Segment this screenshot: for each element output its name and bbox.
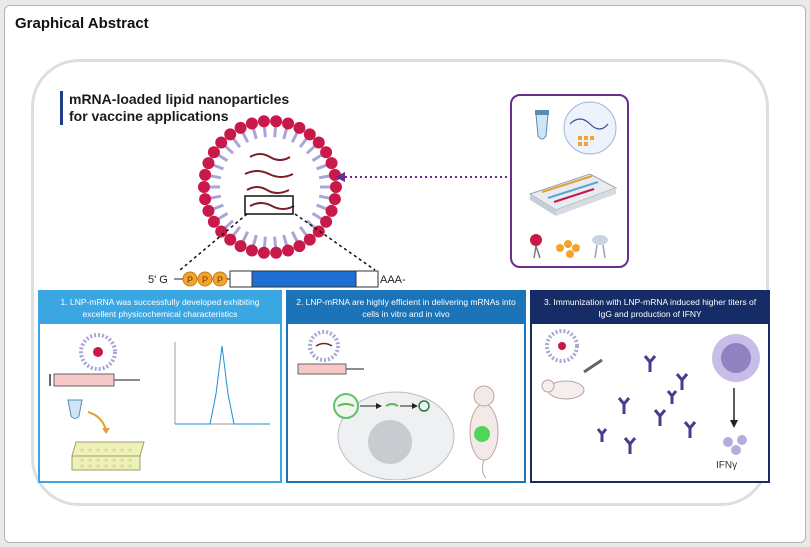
- lipid-head: [325, 157, 338, 170]
- panel-1-header: 1. LNP-mRNA was successfully developed e…: [40, 292, 280, 324]
- lipid-head: [215, 225, 228, 238]
- lipid-head: [199, 193, 212, 206]
- lipid-head: [257, 246, 270, 259]
- lipid-head: [282, 244, 295, 257]
- lipid-head: [320, 215, 333, 228]
- coding-region: [251, 270, 357, 288]
- panel-2-illustration: [297, 330, 499, 481]
- panel-1-illustration: [49, 333, 270, 471]
- lipid-head: [234, 121, 247, 134]
- lipid-head: [293, 240, 306, 253]
- antibodies: [596, 355, 697, 454]
- panel-3-illustration: [541, 329, 760, 455]
- five-prime-label: 5' G: [148, 274, 168, 286]
- zoom-box: [244, 195, 294, 215]
- lipid-head: [198, 181, 210, 193]
- ifn-gamma-label: IFNγ: [716, 460, 738, 471]
- cap-phosphate-label: P: [217, 275, 223, 285]
- formulation-box: [510, 94, 629, 268]
- mrna-strands: [244, 153, 295, 210]
- lipid-head: [303, 128, 316, 141]
- lipid-bilayer: [198, 115, 342, 259]
- mrna-strand: [244, 170, 294, 178]
- mrna-construct-diagram: 5' G P P P AAA- 3': [148, 270, 408, 288]
- lipid-head: [245, 244, 258, 257]
- lipid-head: [303, 233, 316, 246]
- lipid-head: [312, 136, 325, 149]
- lipid-head: [330, 181, 342, 193]
- lipid-head: [328, 193, 341, 206]
- lipid-head: [202, 157, 215, 170]
- lipid-head: [293, 121, 306, 134]
- lipid-head: [245, 117, 258, 130]
- lipid-head: [320, 146, 333, 159]
- dotted-arrow: [335, 172, 507, 182]
- mrna-strand: [249, 153, 291, 161]
- panel-physicochemical: 1. LNP-mRNA was successfully developed e…: [38, 290, 282, 483]
- lipid-nanoparticle-illustration: [198, 115, 342, 259]
- lipid-head: [224, 128, 237, 141]
- mrna-strand: [246, 186, 290, 194]
- lipid-head: [257, 115, 270, 128]
- diagram-heading: mRNA-loaded lipid nanoparticles for vacc…: [60, 91, 289, 125]
- lipid-head: [270, 115, 283, 128]
- panel-delivery: 2. LNP-mRNA are highly efficient in deli…: [286, 290, 526, 483]
- lipid-head: [202, 204, 215, 217]
- three-prime-label: AAA- 3': [380, 274, 408, 286]
- heading-line-1: mRNA-loaded lipid nanoparticles: [69, 91, 290, 107]
- cap-phosphate-label: P: [187, 275, 193, 285]
- zoom-lines: [179, 213, 376, 271]
- lipid-head: [270, 246, 283, 259]
- formulation-illustration: [528, 101, 618, 259]
- lipid-head: [207, 146, 220, 159]
- lipid-head: [282, 117, 295, 130]
- panel-2-header: 2. LNP-mRNA are highly efficient in deli…: [288, 292, 524, 324]
- lipid-head: [199, 168, 212, 181]
- lipid-head: [234, 240, 247, 253]
- panel-immunization: 3. Immunization with LNP-mRNA induced hi…: [530, 290, 770, 483]
- panel-3-header: 3. Immunization with LNP-mRNA induced hi…: [532, 292, 768, 324]
- page-title: Graphical Abstract: [15, 15, 149, 32]
- lipid-head: [207, 215, 220, 228]
- outer-rounded-border: [31, 59, 769, 506]
- lipid-head: [325, 204, 338, 217]
- lipid-head: [224, 233, 237, 246]
- mrna-strand: [249, 202, 295, 210]
- cap-phosphate-label: P: [202, 275, 208, 285]
- lipid-head: [215, 136, 228, 149]
- heading-line-2: for vaccine applications: [69, 108, 229, 124]
